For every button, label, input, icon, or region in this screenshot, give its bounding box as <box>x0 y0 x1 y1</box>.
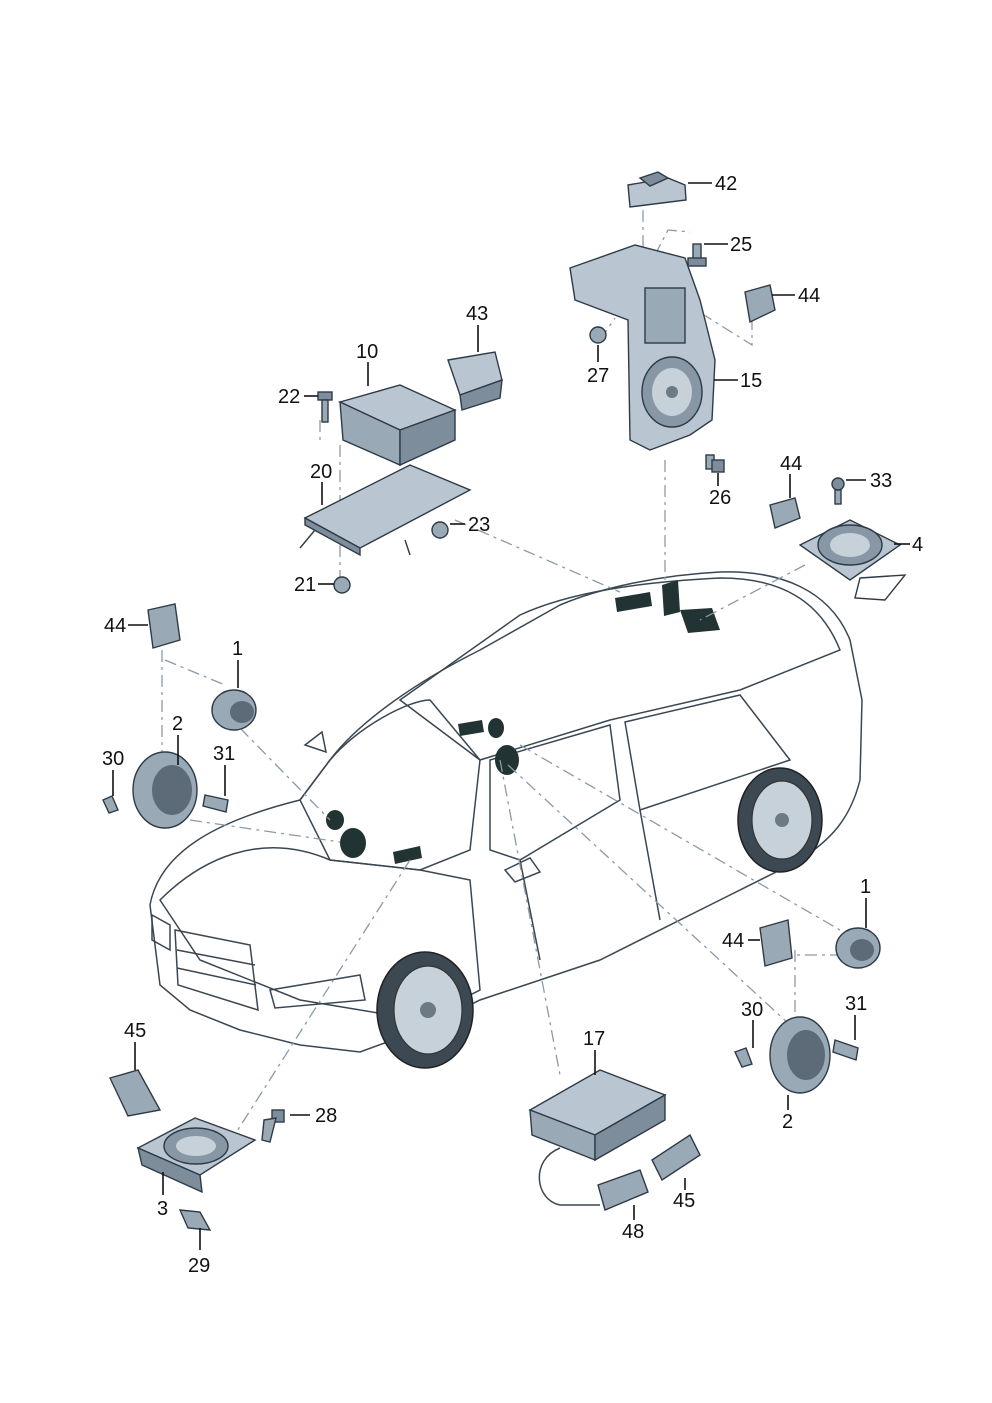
part-30-screw-left <box>102 795 119 814</box>
part-30-screw-right <box>734 1047 753 1068</box>
part-44-connector-right <box>759 919 793 967</box>
callout-25: 25 <box>730 234 752 256</box>
callout-27: 27 <box>587 365 609 387</box>
part-44-connector-top-right <box>744 284 776 324</box>
part-1-tweeter-left <box>211 689 257 731</box>
callout-15: 15 <box>740 370 762 392</box>
part-44-connector-mid <box>769 497 801 529</box>
callout-30-left: 30 <box>102 748 124 770</box>
callout-10: 10 <box>356 341 378 363</box>
callout-44-right: 44 <box>722 930 744 952</box>
callout-17: 17 <box>583 1028 605 1050</box>
callout-4: 4 <box>912 534 923 556</box>
part-2-speaker-left <box>132 751 198 829</box>
part-4-rear-speaker <box>798 519 907 601</box>
callout-43: 43 <box>466 303 488 325</box>
callout-20: 20 <box>310 461 332 483</box>
callout-23: 23 <box>468 514 490 536</box>
part-23-nut <box>431 521 449 539</box>
part-31-screw-left <box>202 794 229 813</box>
callout-45-left: 45 <box>124 1020 146 1042</box>
callout-21: 21 <box>294 574 316 596</box>
part-10-amplifier <box>337 384 457 467</box>
callout-33: 33 <box>870 470 892 492</box>
part-43-connector <box>447 351 503 411</box>
part-33-screw <box>831 477 845 505</box>
part-26-screw <box>705 454 725 473</box>
callout-28: 28 <box>315 1105 337 1127</box>
callout-2-top: 2 <box>172 713 183 735</box>
part-31-screw-right <box>832 1039 859 1061</box>
callout-30-right: 30 <box>741 999 763 1021</box>
callout-44-mid: 44 <box>780 453 802 475</box>
callout-45-right: 45 <box>673 1190 695 1212</box>
part-20-mounting-plate <box>299 464 472 557</box>
part-2-speaker-right <box>769 1016 831 1094</box>
part-1-tweeter-right <box>835 927 881 969</box>
part-15-subwoofer-housing <box>569 244 716 451</box>
car-body <box>149 571 863 1069</box>
callout-42: 42 <box>715 173 737 195</box>
callout-29: 29 <box>188 1255 210 1277</box>
callout-2-bottom: 2 <box>782 1111 793 1133</box>
part-17-control-unit <box>528 1069 667 1206</box>
part-45-connector-left <box>109 1069 162 1117</box>
part-3-center-speaker <box>136 1117 257 1194</box>
callout-48: 48 <box>622 1221 644 1243</box>
callout-22: 22 <box>278 386 300 408</box>
callout-26: 26 <box>709 487 731 509</box>
part-45-connector-right <box>651 1133 701 1182</box>
leader-lines <box>112 182 910 1250</box>
part-21-nut <box>333 576 351 594</box>
assembly-lines <box>161 210 841 1151</box>
part-25-screw <box>687 243 707 267</box>
car-mount-markers <box>326 580 720 864</box>
callout-1-top: 1 <box>232 638 243 660</box>
callout-3: 3 <box>157 1198 168 1220</box>
part-27-nut <box>589 326 607 344</box>
callout-31-left: 31 <box>213 743 235 765</box>
callout-labels: 42 25 44 27 15 26 43 10 22 20 23 21 33 4… <box>102 173 923 1277</box>
callout-44-top: 44 <box>798 285 820 307</box>
part-22-bolt <box>317 391 333 423</box>
callout-1-bottom: 1 <box>860 876 871 898</box>
part-29-clip <box>178 1209 212 1231</box>
part-48-connector <box>597 1169 649 1211</box>
part-42-bracket <box>627 171 687 208</box>
part-44-connector-left <box>147 603 181 649</box>
callout-31-right: 31 <box>845 993 867 1015</box>
callout-44-left: 44 <box>104 615 126 637</box>
part-28-bolt <box>261 1109 285 1143</box>
